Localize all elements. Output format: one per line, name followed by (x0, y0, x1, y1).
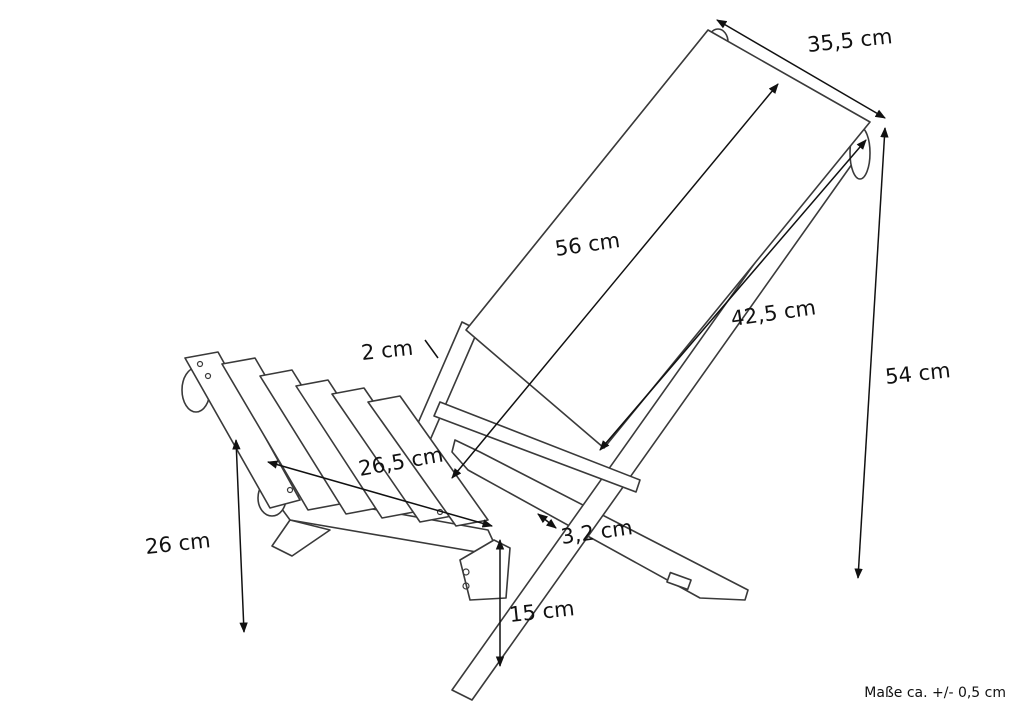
dim-total-height: 54 cm (884, 358, 952, 389)
dim-frame-thickness: 2 cm (360, 336, 414, 365)
dimension-lines (232, 19, 889, 668)
dim-width-top: 35,5 cm (806, 24, 893, 57)
tolerance-note: Maße ca. +/- 0,5 cm (864, 685, 1006, 701)
dim-seat-height: 26 cm (144, 528, 212, 559)
